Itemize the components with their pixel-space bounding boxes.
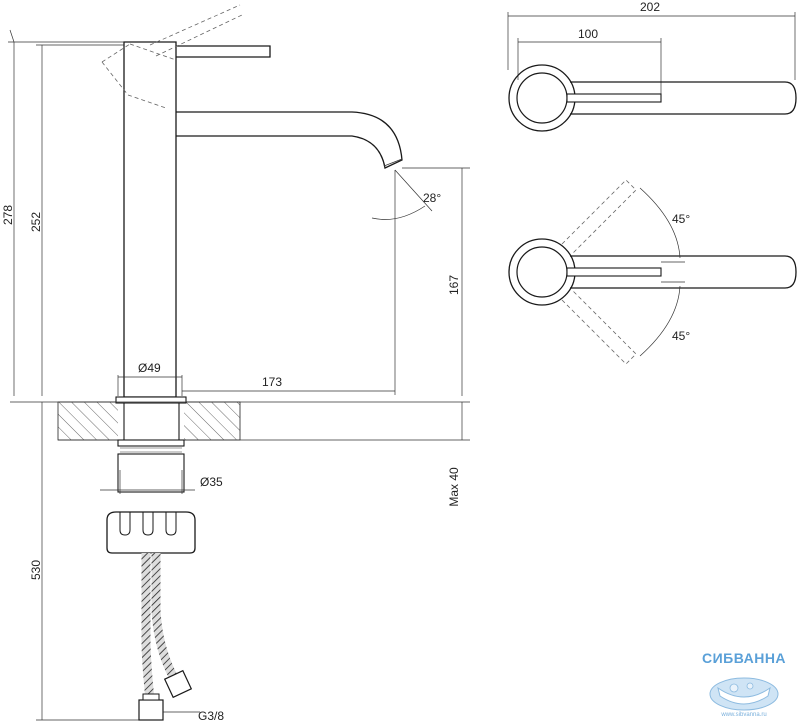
bathtub-icon	[709, 677, 779, 711]
hose-fitting-left-ferrule	[142, 693, 160, 701]
hose-right	[151, 553, 180, 685]
handle	[123, 41, 271, 97]
dim-handle-length: 100	[578, 27, 598, 41]
spout-top	[570, 81, 797, 115]
hose-fitting-left	[138, 699, 164, 721]
fixing-nut	[106, 511, 196, 554]
dim-max-deck: Max 40	[447, 467, 461, 507]
dim-aerator-angle: 28°	[423, 191, 441, 205]
nut-grooves	[119, 512, 177, 536]
base-flange	[115, 396, 187, 404]
logo-text: СИБВАННА	[701, 650, 787, 666]
body-outer-top	[508, 64, 576, 132]
handle-open-position	[101, 4, 245, 109]
body-outer-swing	[508, 238, 576, 306]
dim-top-length: 202	[640, 0, 660, 14]
body-inner-top	[516, 72, 568, 124]
dim-shank-diameter: Ø35	[200, 475, 223, 489]
handle-slot-swing	[566, 267, 662, 277]
dim-overall-height: 278	[1, 205, 15, 225]
countertop-hole	[118, 400, 184, 442]
top-view: 202 100	[507, 0, 797, 132]
spout-swing	[570, 255, 797, 289]
dim-spout-reach: 173	[262, 375, 282, 389]
handle-down-dashed	[561, 289, 637, 365]
dim-body-diameter: Ø49	[138, 361, 161, 375]
shank-sleeve	[117, 453, 185, 493]
handle-slot-top	[566, 93, 662, 103]
dim-swing-down: 45°	[672, 329, 690, 343]
logo-url: www.sibvanna.ru	[721, 712, 767, 718]
spout	[176, 111, 403, 169]
body-inner-swing	[516, 246, 568, 298]
hose-left	[141, 553, 155, 701]
dim-swing-up: 45°	[672, 212, 690, 226]
top-view-swing: 45° 45°	[508, 179, 797, 365]
dim-spout-height: 252	[29, 212, 43, 232]
faucet-body	[123, 97, 177, 398]
dim-aerator-height: 167	[447, 275, 461, 295]
thread	[120, 447, 182, 453]
hose-fitting-right	[163, 669, 193, 699]
dim-connection: G3/8	[198, 709, 224, 723]
handle-up-dashed	[561, 179, 637, 255]
sibvanna-logo: СИБВАННА www.sibvanna.ru	[694, 648, 794, 718]
dim-hose-length: 530	[29, 560, 43, 580]
side-view: 28° 278 252 167 Ø49 173 Ø35 Max 40	[1, 4, 470, 723]
washer	[117, 439, 185, 447]
